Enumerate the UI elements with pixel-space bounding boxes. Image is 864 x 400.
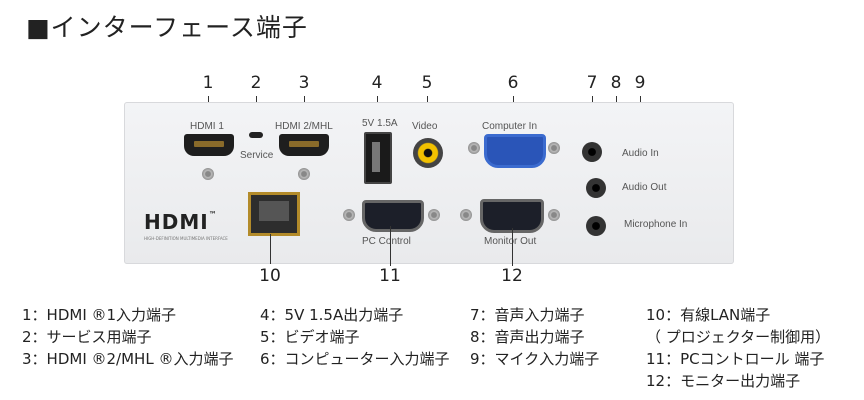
label-hdmi2: HDMI 2/MHL: [275, 121, 333, 132]
legend-item: 6：コンピューター入力端子: [260, 350, 450, 368]
legend-item: （ プロジェクター制御用）: [646, 328, 831, 346]
legend-item: 3：HDMI ®2/MHL ®入力端子: [22, 350, 234, 368]
video-port: [413, 138, 443, 168]
callout-11: 11: [379, 266, 401, 286]
callout-4: 4: [371, 73, 383, 93]
hdmi-logo-sub: HIGH-DEFINITION MULTIMEDIA INTERFACE: [144, 236, 228, 241]
screw-icon: [548, 142, 560, 154]
callout-1: 1: [202, 73, 214, 93]
screw-icon: [202, 168, 214, 180]
callout-9: 9: [634, 73, 646, 93]
legend-item: 4：5V 1.5A出力端子: [260, 306, 404, 324]
callout-3: 3: [298, 73, 310, 93]
callout-6: 6: [507, 73, 519, 93]
callout-line-11: [390, 226, 391, 266]
service-port: [249, 132, 263, 138]
callout-5: 5: [421, 73, 433, 93]
label-hdmi1: HDMI 1: [190, 121, 224, 132]
label-monitor-out: Monitor Out: [484, 236, 537, 247]
callout-10: 10: [259, 266, 281, 286]
hdmi1-port: [184, 134, 234, 156]
legend-item: 7：音声入力端子: [470, 306, 585, 324]
screw-icon: [428, 209, 440, 221]
hdmi-logo-text: HDMI: [144, 210, 209, 234]
callout-line-10: [270, 234, 271, 264]
label-audio-out: Audio Out: [622, 182, 667, 193]
label-usb: 5V 1.5A: [362, 118, 398, 129]
label-microphone-in: Microphone In: [624, 219, 688, 230]
label-computer-in: Computer In: [482, 121, 538, 132]
legend-col-4: 10：有線LAN端子 （ プロジェクター制御用） 11：PCコントロール 端子 …: [646, 304, 830, 392]
legend-item: 11：PCコントロール 端子: [646, 350, 825, 368]
legend-col-2: 4：5V 1.5A出力端子 5：ビデオ端子 6：コンピューター入力端子: [260, 304, 450, 370]
label-video: Video: [412, 121, 438, 132]
screw-icon: [298, 168, 310, 180]
legend-item: 1：HDMI ®1入力端子: [22, 306, 177, 324]
hdmi2-port: [279, 134, 329, 156]
legend-item: 8：音声出力端子: [470, 328, 585, 346]
legend-item: 9：マイク入力端子: [470, 350, 600, 368]
legend-item: 10：有線LAN端子: [646, 306, 771, 324]
hdmi-logo: HDMI™: [144, 210, 218, 234]
legend-item: 12：モニター出力端子: [646, 372, 801, 390]
label-service: Service: [240, 150, 274, 161]
screw-icon: [343, 209, 355, 221]
callout-8: 8: [610, 73, 622, 93]
legend-col-3: 7：音声入力端子 8：音声出力端子 9：マイク入力端子: [470, 304, 599, 370]
hdmi-logo-tm: ™: [208, 210, 218, 219]
label-audio-in: Audio In: [622, 148, 659, 159]
lan-port: [248, 192, 300, 236]
page-title: ■インターフェース端子: [26, 13, 308, 42]
callout-7: 7: [586, 73, 598, 93]
legend-col-1: 1：HDMI ®1入力端子 2：サービス用端子 3：HDMI ®2/MHL ®入…: [22, 304, 233, 370]
legend-item: 5：ビデオ端子: [260, 328, 360, 346]
callout-line-12: [512, 228, 513, 266]
legend-item: 2：サービス用端子: [22, 328, 152, 346]
audio-out-jack: [586, 178, 606, 198]
screw-icon: [548, 209, 560, 221]
callout-2: 2: [250, 73, 262, 93]
screw-icon: [468, 142, 480, 154]
pc-control-port: [362, 200, 424, 232]
audio-in-jack: [582, 142, 602, 162]
callout-12: 12: [501, 266, 523, 286]
label-pc-control: PC Control: [362, 236, 411, 247]
computer-in-port: [484, 134, 546, 168]
monitor-out-port: [480, 199, 544, 233]
screw-icon: [460, 209, 472, 221]
rear-panel: HDMI 1 Service HDMI 2/MHL 5V 1.5A Video …: [124, 102, 734, 264]
usb-port: [364, 132, 392, 184]
microphone-in-jack: [586, 216, 606, 236]
